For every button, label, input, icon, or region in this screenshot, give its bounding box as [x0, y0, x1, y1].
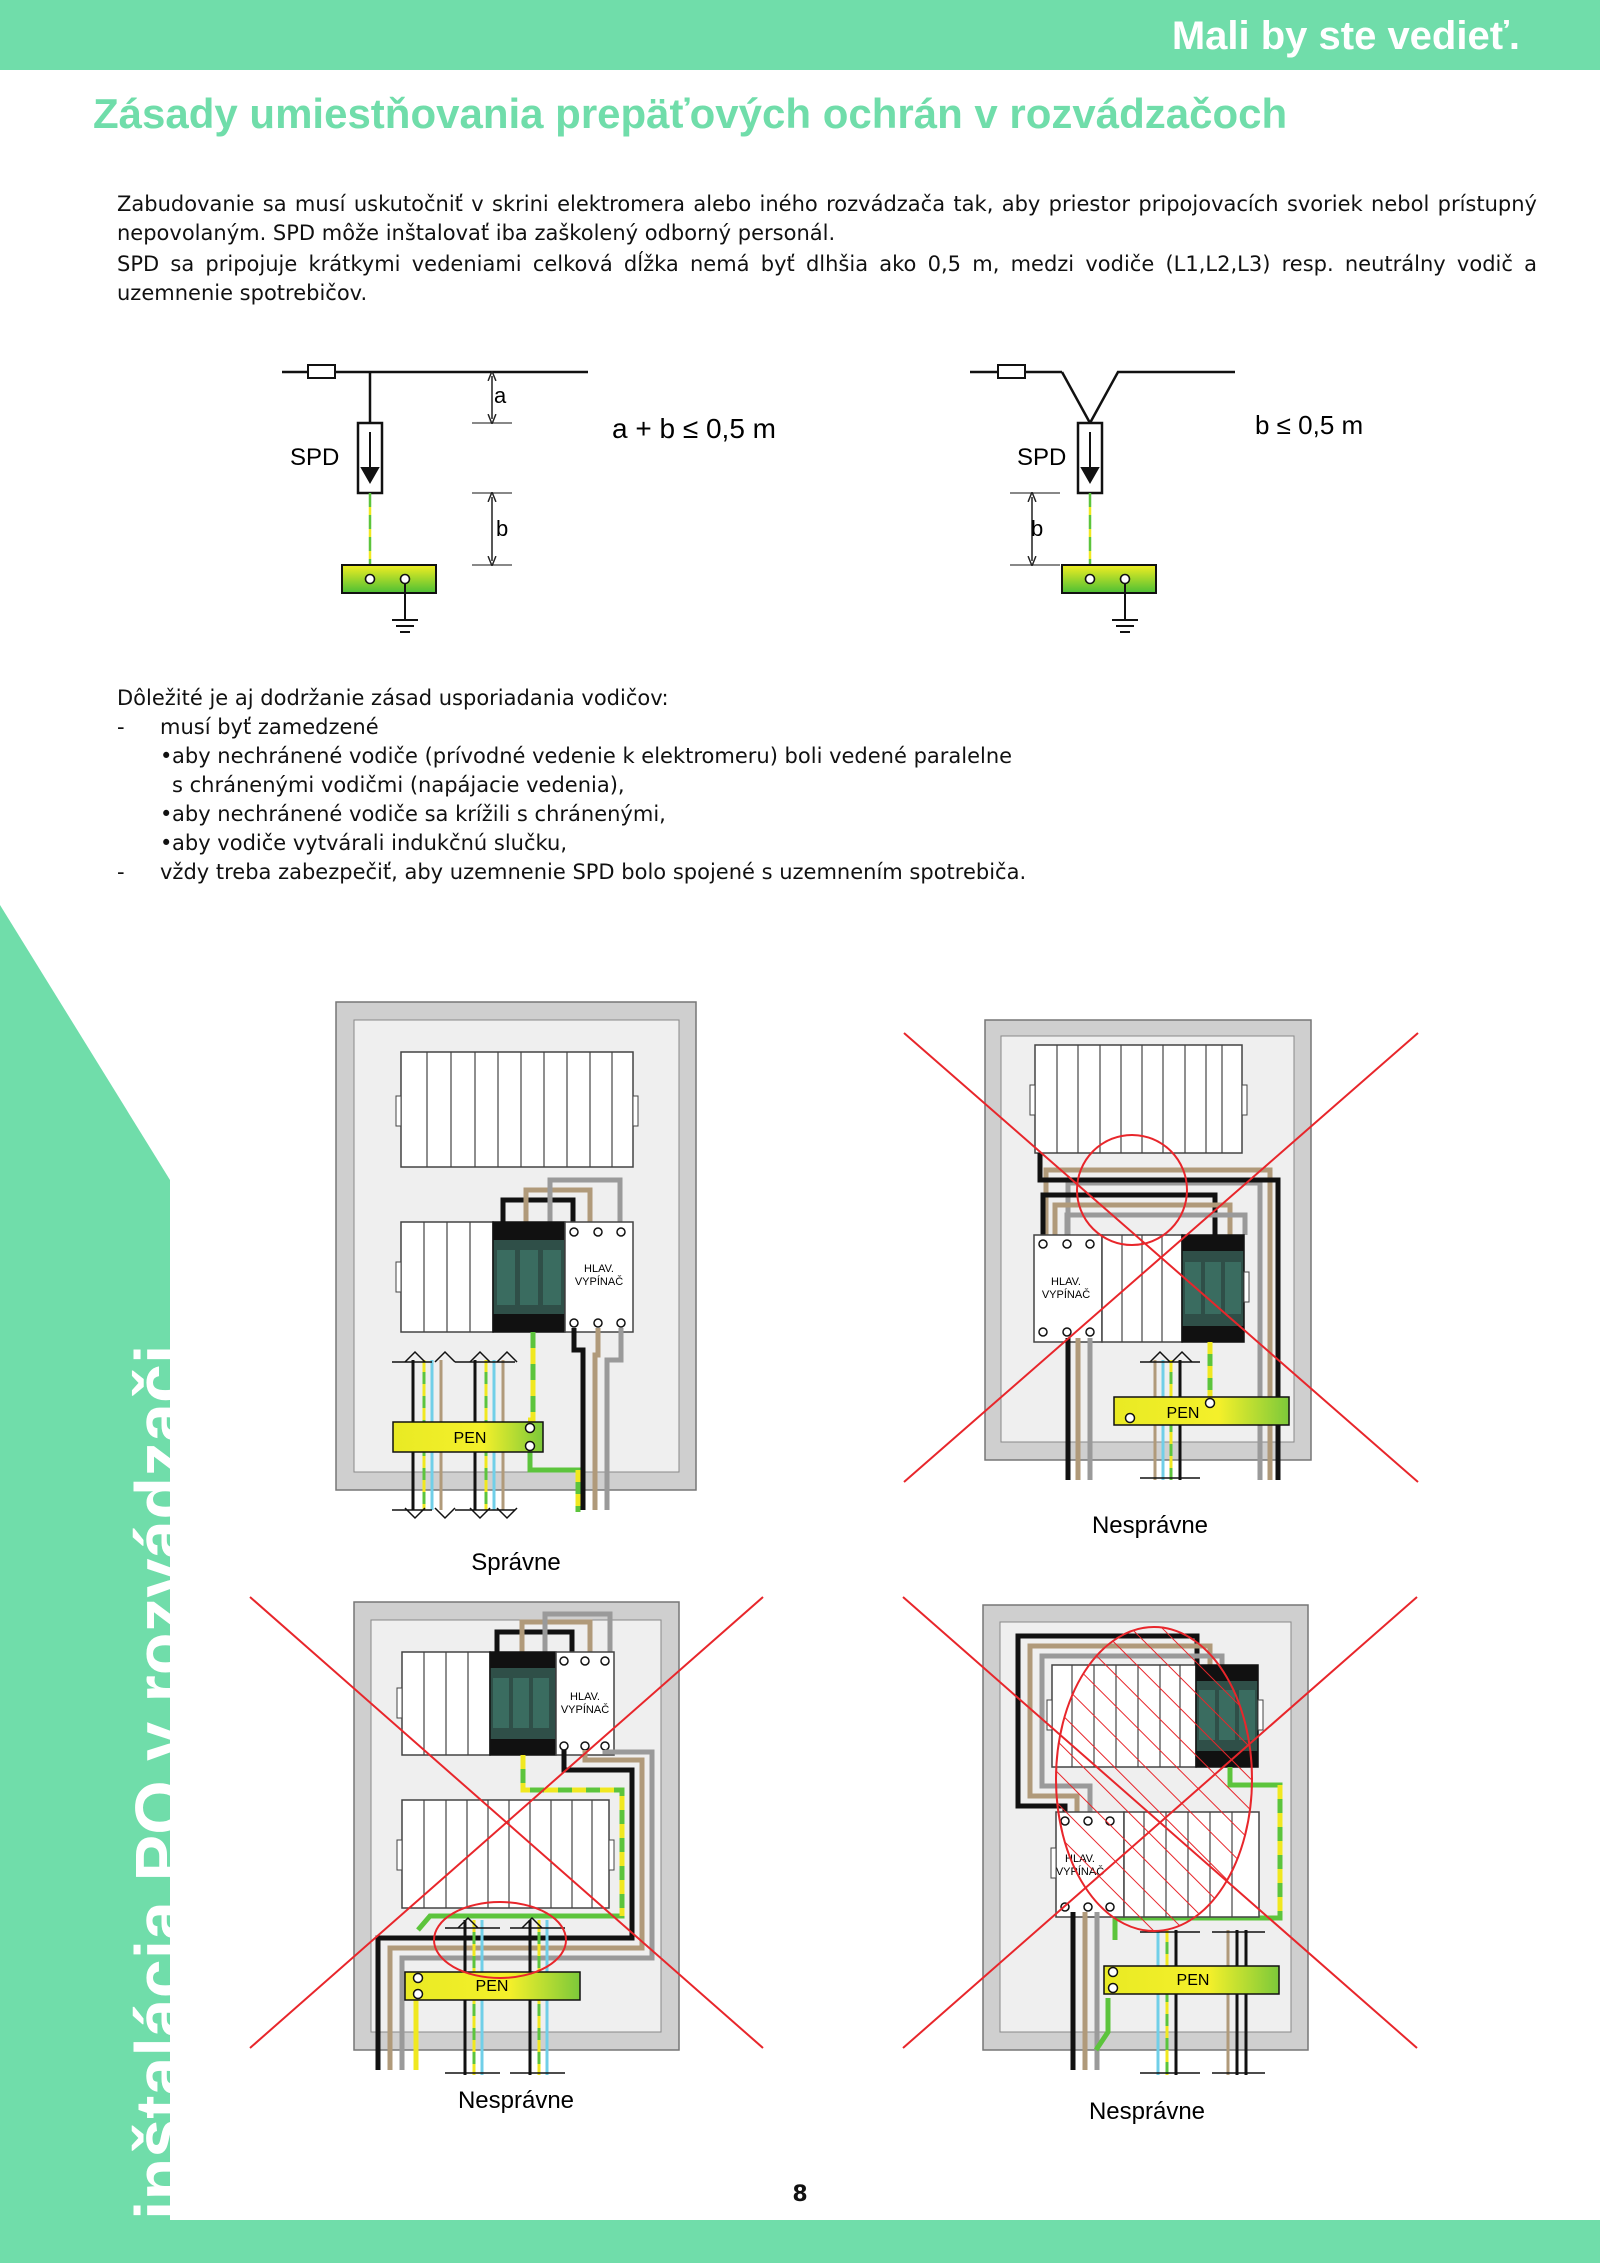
- figure-wrong-1: HLAV. VYPÍNAČ PEN: [903, 1019, 1419, 1539]
- list-item: •aby vodiče vytvárali indukčnú slučku,: [160, 831, 568, 855]
- formula-left: a + b ≤ 0,5 m: [612, 413, 776, 444]
- svg-text:HLAV.: HLAV.: [584, 1263, 614, 1275]
- svg-text:VYPÍNAČ: VYPÍNAČ: [575, 1275, 623, 1288]
- svg-text:HLAV.: HLAV.: [570, 1691, 600, 1703]
- formula-right: b ≤ 0,5 m: [1255, 410, 1363, 440]
- scheme-right: b SPD b ≤ 0,5 m: [970, 364, 1363, 633]
- list-item: •aby nechránené vodiče (prívodné vedenie…: [160, 744, 1013, 768]
- figure-correct: HLAV. VYPÍNAČ: [335, 1001, 697, 1576]
- footer-bar: [0, 2220, 1600, 2263]
- caption-wrong-1: Nesprávne: [1092, 1512, 1208, 1539]
- svg-text:PEN: PEN: [454, 1430, 487, 1447]
- svg-text:VYPÍNAČ: VYPÍNAČ: [1042, 1288, 1090, 1301]
- intro-paragraph-1: Zabudovanie sa musí uskutočniť v skrini …: [117, 192, 1537, 245]
- list-item: -vždy treba zabezpečiť, aby uzemnenie SP…: [117, 860, 1027, 884]
- dim-b-label: b: [496, 516, 508, 541]
- caption-wrong-3: Nesprávne: [1089, 2098, 1205, 2125]
- side-title: inštalácia PO v rozvádzači: [121, 1344, 199, 2220]
- rules-intro: Dôležité je aj dodržanie zásad usporiada…: [117, 686, 669, 710]
- intro-paragraph-2: SPD sa pripojuje krátkymi vedeniami celk…: [117, 252, 1537, 305]
- figure-wrong-2: HLAV. VYPÍNAČ: [249, 1596, 764, 2114]
- figure-wrong-3: HLAV. VYPÍNAČ PEN: [902, 1596, 1418, 2125]
- svg-text:PEN: PEN: [476, 1978, 509, 1995]
- rules-list: Dôležité je aj dodržanie zásad usporiada…: [117, 684, 1217, 887]
- list-item: •aby nechránené vodiče sa krížili s chrá…: [160, 802, 666, 826]
- dim-a-label: a: [494, 383, 507, 408]
- list-item: -musí byť zamedzené: [117, 715, 379, 739]
- caption-correct: Správne: [471, 1549, 560, 1576]
- scheme-left: a b SPD a + b ≤ 0,5 m: [282, 364, 776, 633]
- svg-text:PEN: PEN: [1177, 1972, 1210, 1989]
- header-bar: Mali by ste vedieť.: [0, 0, 1600, 70]
- svg-text:HLAV.: HLAV.: [1051, 1276, 1081, 1288]
- spd-label: SPD: [1017, 444, 1066, 471]
- svg-text:PEN: PEN: [1167, 1405, 1200, 1422]
- list-item: s chránenými vodičmi (napájacie vedenia)…: [172, 773, 625, 797]
- section-title: Mali by ste vedieť.: [1171, 14, 1520, 58]
- page-number: 8: [792, 2182, 808, 2207]
- caption-wrong-2: Nesprávne: [458, 2087, 574, 2114]
- spd-label: SPD: [290, 444, 339, 471]
- svg-text:VYPÍNAČ: VYPÍNAČ: [561, 1703, 609, 1716]
- side-band: [0, 905, 170, 2220]
- page-title: Zásady umiestňovania prepäťových ochrán …: [93, 90, 1288, 137]
- dim-b-label: b: [1031, 516, 1043, 541]
